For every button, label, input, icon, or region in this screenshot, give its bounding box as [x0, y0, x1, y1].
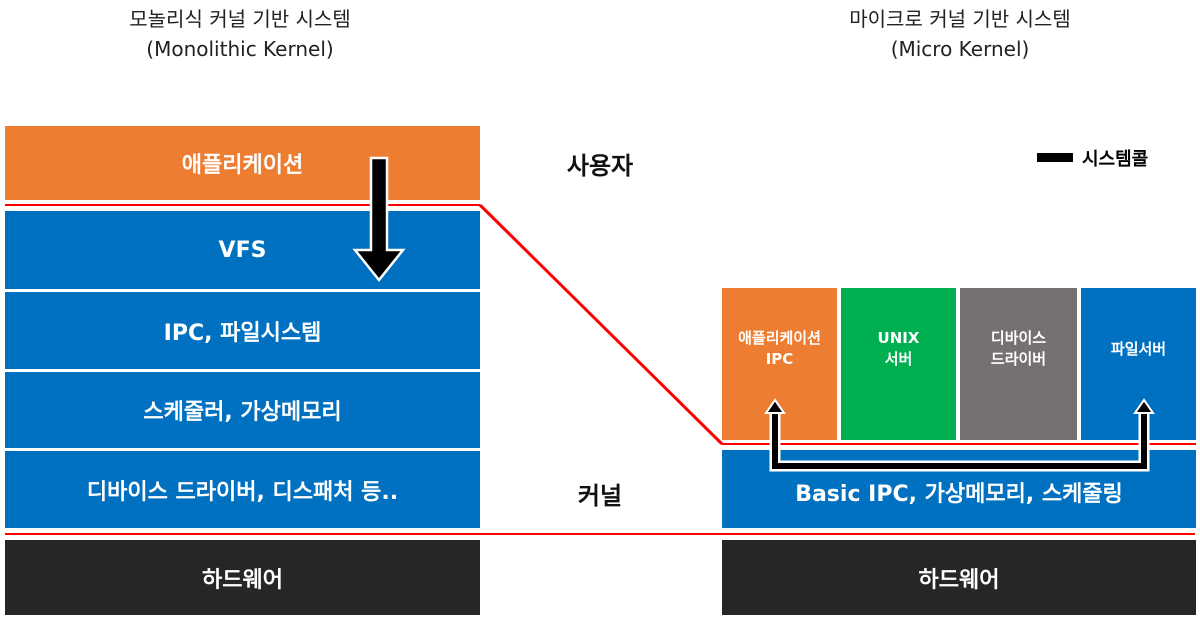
monolithic-title-ko: 모놀리식 커널 기반 시스템 [129, 7, 351, 31]
micro-driver-line1: 디바이스 [990, 329, 1047, 347]
mono-scheduler-vm-layer: 스케줄러, 가상메모리 [5, 372, 480, 448]
system-call-legend-label: 시스템콜 [1082, 149, 1149, 170]
user-space-label: 사용자 [566, 152, 634, 180]
mono-ipc-fs-layer: IPC, 파일시스템 [5, 292, 480, 369]
micro-user-kernel-boundary [722, 443, 1196, 446]
mono-system-call-arrow [352, 156, 406, 283]
micro-unix-line2: 서버 [884, 350, 913, 368]
monolithic-title: 모놀리식 커널 기반 시스템 (Monolithic Kernel) [40, 4, 440, 64]
micro-title: 마이크로 커널 기반 시스템 (Micro Kernel) [760, 4, 1160, 64]
mono-hardware-layer: 하드웨어 [5, 540, 480, 615]
mono-kernel-hardware-boundary [5, 533, 1195, 536]
mono-user-kernel-boundary [5, 204, 480, 207]
boundary-connector-line [478, 203, 724, 446]
micro-title-ko: 마이크로 커널 기반 시스템 [849, 7, 1071, 31]
micro-ipc-path [772, 412, 1147, 469]
micro-app-line1: 애플리케이션 [738, 329, 821, 347]
micro-unix-line1: UNIX [877, 329, 920, 347]
mono-app-layer: 애플리케이션 [5, 126, 480, 200]
system-call-legend-swatch [1037, 153, 1073, 162]
micro-ipc-arrow-right [1133, 398, 1155, 414]
micro-unix-server: UNIX 서버 [841, 288, 956, 440]
micro-driver-line2: 드라이버 [990, 350, 1047, 368]
micro-hardware-layer: 하드웨어 [722, 540, 1196, 615]
micro-driver-server: 디바이스 드라이버 [960, 288, 1077, 440]
micro-title-en: (Micro Kernel) [890, 37, 1030, 61]
kernel-space-label: 커널 [577, 482, 623, 510]
monolithic-title-en: (Monolithic Kernel) [146, 37, 334, 61]
micro-ipc-path-outline [769, 412, 1150, 472]
mono-drivers-layer: 디바이스 드라이버, 디스패처 등.. [5, 451, 480, 528]
micro-app-line2: IPC [765, 350, 794, 368]
micro-ipc-arrow-left [764, 398, 786, 414]
